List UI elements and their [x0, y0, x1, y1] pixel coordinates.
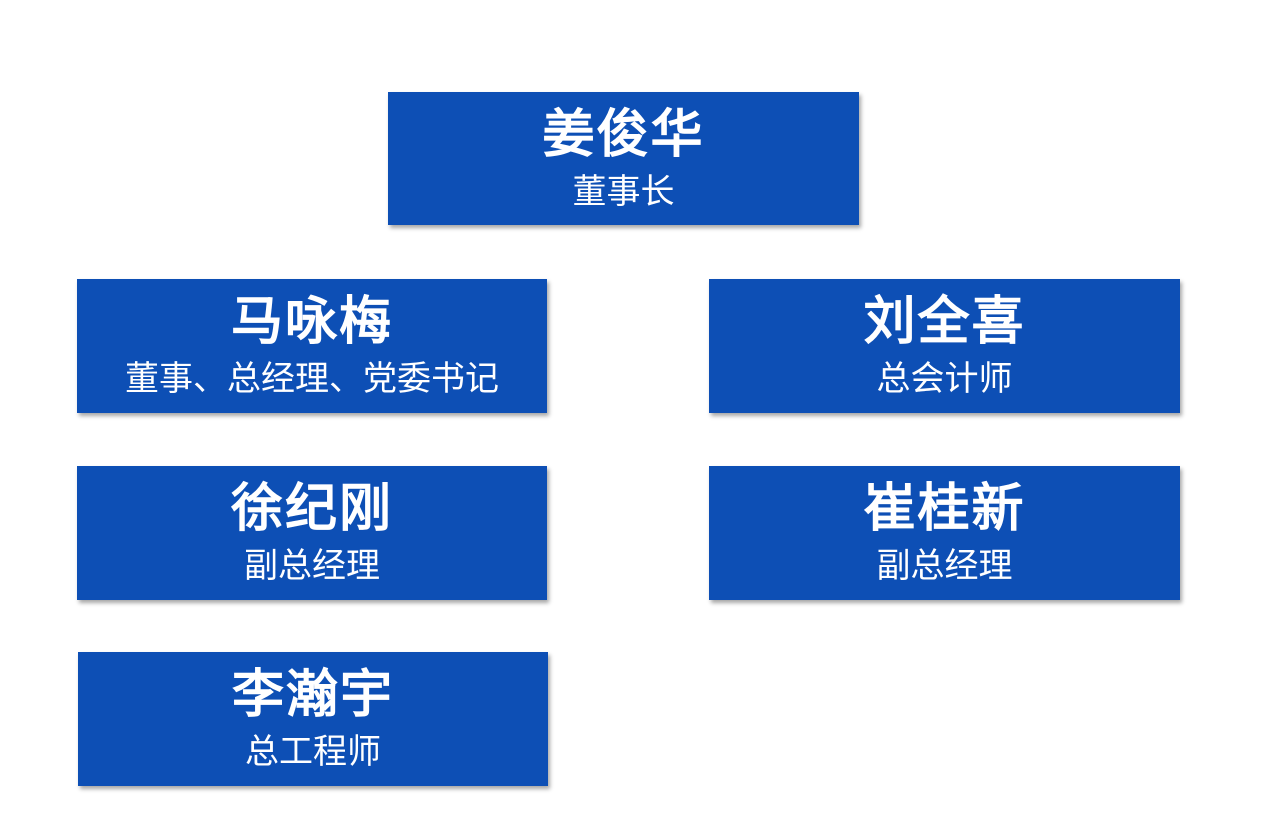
member-title: 总工程师 — [245, 732, 381, 772]
member-title: 副总经理 — [244, 546, 380, 586]
member-card-deputy-general-manager-1: 徐纪刚 副总经理 — [77, 466, 547, 600]
member-card-chief-accountant: 刘全喜 总会计师 — [709, 279, 1180, 413]
member-name: 李瀚宇 — [231, 665, 394, 725]
member-title: 董事、总经理、党委书记 — [125, 359, 499, 399]
member-title: 总会计师 — [876, 359, 1013, 399]
member-title: 董事长 — [572, 171, 675, 212]
member-card-general-manager: 马咏梅 董事、总经理、党委书记 — [77, 279, 547, 413]
member-title: 副总经理 — [876, 546, 1013, 586]
member-name: 徐纪刚 — [230, 479, 393, 539]
member-card-deputy-general-manager-2: 崔桂新 副总经理 — [709, 466, 1180, 600]
member-card-chairman: 姜俊华 董事长 — [388, 92, 859, 225]
member-name: 马咏梅 — [230, 292, 393, 352]
member-name: 崔桂新 — [863, 479, 1026, 539]
member-name: 姜俊华 — [542, 104, 705, 165]
member-card-chief-engineer: 李瀚宇 总工程师 — [78, 652, 548, 786]
member-name: 刘全喜 — [863, 292, 1026, 352]
